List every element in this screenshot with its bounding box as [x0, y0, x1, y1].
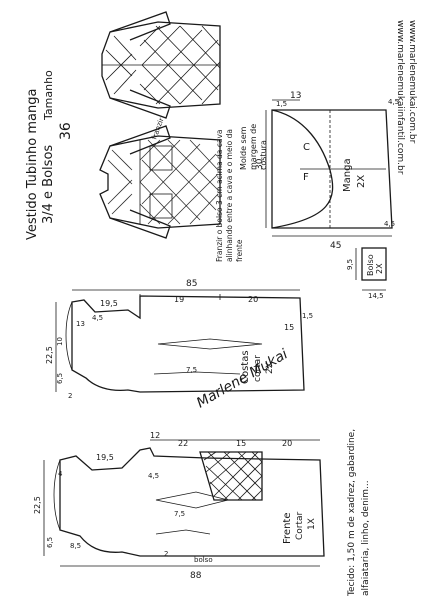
sleeve-cap-height: 30	[255, 158, 265, 170]
front-neck-b: 8,5	[70, 542, 81, 550]
front-seg-c: 15	[236, 439, 246, 448]
back-dart-a: 4,5	[92, 314, 103, 322]
back-hip-mark: 1,5	[302, 312, 313, 320]
sleeve-small-mark: 1,5	[276, 100, 287, 108]
front-seg-d: 20	[282, 439, 292, 448]
back-pattern: 85 19,5 19 20 15 1,5 22,5 6,5 10 13 2 4,…	[45, 279, 313, 400]
pocket-note: Franzir o bolso 3 cm acima da cava alinh…	[215, 129, 244, 262]
pocket-pattern: 9,5 14,5 Bolso 2X	[346, 247, 387, 300]
front-neck-a: 6,5	[46, 537, 54, 548]
sleeve-side-mark-2: 4,5	[384, 220, 395, 228]
size-value: 36	[58, 122, 74, 140]
front-seg-b: 22	[178, 439, 188, 448]
fabric-line-2: alfaiataria, linho, denim...	[361, 480, 371, 596]
back-total-width: 85	[186, 279, 197, 289]
website-line-1: www.marlenemukai.com.br	[407, 20, 417, 144]
franzir-tag: franzir	[150, 117, 165, 141]
size-label: Tamanho	[42, 70, 55, 121]
sleeve-name: Manga	[342, 158, 353, 192]
title-line-2: 3/4 e Bolsos	[41, 145, 56, 224]
sleeve-width: 45	[330, 241, 341, 251]
sleeve-armhole-front: F	[303, 172, 309, 183]
pocket-count: 2X	[375, 263, 384, 274]
back-hem-mark: 15	[284, 323, 294, 332]
title-block: Vestido Tubinho manga 3/4 e Bolsos Taman…	[25, 70, 74, 240]
front-length: 22,5	[33, 496, 42, 514]
pocket-note-line-1: Franzir o bolso 3 cm acima da cava	[215, 129, 224, 262]
fabric-note: Tecido: 1,50 m de xadrez, gabardine, alf…	[347, 429, 371, 597]
back-seg-b: 20	[248, 295, 258, 304]
front-name: Frente	[282, 513, 293, 544]
dress-front-view	[99, 125, 221, 239]
sleeve-top-offset: 13	[290, 91, 301, 101]
pocket-note-line-3: frente	[235, 239, 244, 262]
websites: www.marlenemukai.com.br www.marlenemukai…	[395, 20, 417, 175]
back-length: 22,5	[45, 346, 54, 364]
front-cut: Cortar	[295, 511, 305, 540]
back-dart-b: 7,5	[186, 366, 197, 374]
front-dart-b: 4,5	[148, 472, 159, 480]
pocket-note-line-2: alinhando entre a cava e o meio da	[225, 129, 234, 262]
sleeve-pattern: 45 30 F C 13 1,5 4,5 4,5 Manga 2X	[255, 91, 399, 251]
dress-back-view	[101, 11, 221, 119]
back-neck-c: 13	[76, 320, 85, 328]
front-pattern: 88 19,5 12 22 15 20 22,5 6,5 8,5 4 7,5 4…	[33, 431, 325, 581]
pocket-name: Bolso	[366, 254, 375, 276]
sleeve-count: 2X	[356, 175, 367, 188]
seam-note-line-3: costura	[259, 140, 268, 170]
back-neck-d: 2	[68, 392, 72, 400]
pocket-height: 9,5	[346, 259, 354, 270]
front-pocket-opening: bolso	[194, 556, 213, 564]
dress-illustration	[99, 11, 221, 239]
front-seg-a: 12	[150, 431, 160, 440]
front-total-width: 88	[190, 571, 202, 581]
front-dart-c: 2	[164, 550, 168, 558]
back-seg-a: 19	[174, 295, 184, 304]
title-line-1: Vestido Tubinho manga	[25, 89, 40, 240]
back-count: 2X	[265, 362, 275, 374]
seam-note: Molde sem margem de costura	[239, 124, 268, 170]
back-shoulder: 19,5	[100, 299, 118, 308]
seam-note-line-2: margem de	[249, 124, 258, 170]
back-name: Costas	[240, 350, 251, 384]
front-count: 1X	[307, 518, 317, 530]
website-line-2: www.marlenemukaiinfantil.com.br	[395, 20, 405, 175]
back-neck-b: 10	[56, 337, 64, 346]
front-shoulder: 19,5	[96, 453, 114, 462]
back-neck-a: 6,5	[56, 373, 64, 384]
sleeve-side-mark-1: 4,5	[388, 98, 399, 106]
seam-note-line-1: Molde sem	[239, 126, 248, 170]
fabric-line-1: Tecido: 1,50 m de xadrez, gabardine,	[347, 429, 357, 597]
pocket-width: 14,5	[368, 292, 384, 300]
back-cut: cortar	[253, 355, 263, 382]
sleeve-armhole-back: C	[303, 142, 310, 153]
front-neck-c: 4	[58, 470, 63, 478]
front-dart-a: 7,5	[174, 510, 185, 518]
